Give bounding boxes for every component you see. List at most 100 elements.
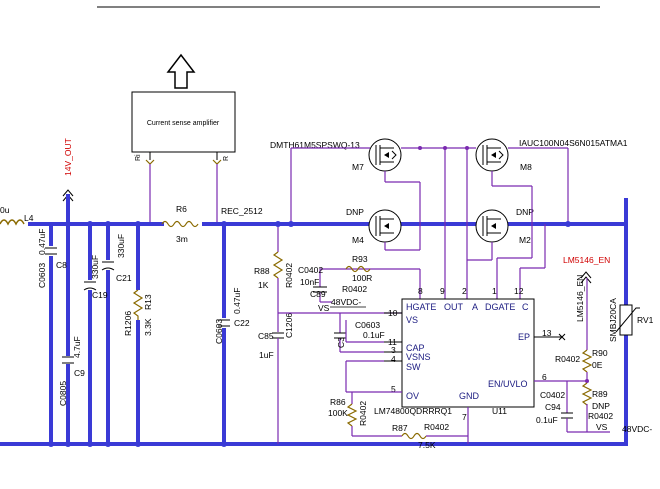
r90-value: 0E (592, 360, 603, 370)
r87-resistor (401, 432, 427, 440)
c3-ref: C3 (336, 337, 346, 348)
r89-value: DNP (592, 401, 610, 411)
pin-4-num: 4 (391, 354, 396, 364)
junction-dot (135, 221, 141, 227)
amp-r-label: R (223, 156, 230, 161)
m4-ref: M4 (352, 235, 364, 245)
net-48vdc-top: 48VDC- (331, 297, 361, 307)
r13-pkg: R1206 (123, 311, 133, 336)
pin-6-num: 6 (542, 372, 547, 382)
r88-pkg: R0402 (284, 263, 294, 288)
c9-pkg: C0805 (58, 381, 68, 406)
rv1-part: SMBJ20CA (608, 298, 618, 342)
m8-part: IAUC100N04S6N015ATMA1 (519, 138, 628, 148)
c19-plate-b (83, 287, 97, 291)
pin-a-name: A (472, 302, 478, 312)
r6-resistor (161, 220, 199, 228)
pin-5-num: 5 (391, 384, 396, 394)
lm5146-en-vert-label: LM5146_EN (575, 275, 585, 322)
c19-ref: C19 (92, 290, 108, 300)
r86-ref: R86 (330, 397, 346, 407)
c3-pkg: C0603 (355, 320, 380, 330)
junction-dot (105, 221, 111, 227)
pin-ov-name: OV (406, 391, 419, 401)
m7-mosfet (368, 138, 402, 172)
pin-out-name: OUT (444, 302, 464, 312)
m8-ref: M8 (520, 162, 532, 172)
r89-resistor (581, 382, 593, 406)
r13-value: 3.3K (143, 318, 153, 336)
junction-dot (465, 146, 469, 150)
c85-ref: C85 (258, 331, 274, 341)
c94-pkg: C0402 (540, 390, 565, 400)
m4-mosfet (368, 209, 402, 243)
junction-dot (288, 221, 294, 227)
r87-pkg: R0402 (424, 422, 449, 432)
vs-net-label: VS (318, 303, 330, 313)
m4-part: DNP (346, 207, 364, 217)
c9-gap (62, 356, 74, 364)
amp-ri-label: Ri (135, 154, 142, 161)
amp-pin-ri-marker (145, 159, 155, 165)
c9-ref: C9 (74, 368, 85, 378)
r93-resistor (345, 265, 371, 273)
r86-resistor (346, 403, 358, 427)
pin-8-num: 8 (418, 286, 423, 296)
pin-12-num: 12 (514, 286, 524, 296)
r6-value: 3m (176, 234, 188, 244)
u11-ref: U11 (492, 406, 507, 416)
rec-net-label: REC_2512 (221, 206, 263, 216)
m7-part: DMTH61M5SPSWQ-13 (270, 140, 360, 150)
rv1-ref: RV1 (637, 315, 654, 325)
c85-value: 1uF (259, 350, 274, 360)
pin-dgate-name: DGATE (485, 302, 515, 312)
c22-ref: C22 (234, 318, 250, 328)
c89-pkg: C0402 (298, 265, 323, 275)
lm5146-en-label: LM5146_EN (563, 255, 610, 265)
r86-pkg: R0402 (358, 401, 368, 426)
c8-value: 0.47uF (37, 229, 47, 255)
pin-sw-name: SW (406, 362, 421, 372)
pin-9-num: 9 (440, 286, 445, 296)
pin-hgate-name: HGATE (406, 302, 436, 312)
pin-vsns-name: VSNS (406, 352, 431, 362)
c22-value: 0.47uF (232, 288, 242, 314)
junction-dot (221, 441, 227, 447)
pin-2-num: 2 (462, 286, 467, 296)
junction-dot (87, 441, 93, 447)
m2-ref: M2 (519, 235, 531, 245)
amp-pin-r-marker (212, 159, 222, 165)
m2-mosfet (475, 209, 509, 243)
c19-value: 330uF (90, 255, 100, 279)
u11-ic-body (401, 298, 535, 408)
junction-dot (105, 441, 111, 447)
junction-dot (48, 441, 54, 447)
r90-ref: R90 (592, 348, 608, 358)
m7-ref: M7 (352, 162, 364, 172)
current-sense-amplifier-label: Current sense amplifier (147, 120, 220, 127)
junction-dot (418, 146, 422, 150)
c8-gap (45, 246, 57, 256)
r89-pkg: R0402 (588, 411, 613, 421)
r93-pkg: R0402 (342, 284, 367, 294)
r93-value: 100R (352, 273, 372, 283)
r90-pkg: R0402 (555, 354, 580, 364)
pin-gnd-name: GND (459, 391, 480, 401)
r88-value: 1K (258, 280, 269, 290)
junction-dot (565, 221, 571, 227)
junction-dot (135, 441, 141, 447)
junction-dot (87, 221, 93, 227)
r88-ref: R88 (254, 266, 270, 276)
r89-ref: R89 (592, 389, 608, 399)
net-48vdc-bottom: 48VDC- (622, 424, 652, 434)
pin-vs-name: VS (406, 315, 418, 325)
rv1-arrow (615, 307, 640, 333)
lm5146-en-arrow-icon (580, 271, 592, 284)
l4-ref: L4 (24, 213, 34, 223)
c94-value: 0.1uF (536, 415, 558, 425)
pin-3-num: 3 (391, 345, 396, 355)
junction-dot (65, 221, 71, 227)
c22-gap (218, 318, 230, 328)
c85-pkg: C1206 (284, 313, 294, 338)
